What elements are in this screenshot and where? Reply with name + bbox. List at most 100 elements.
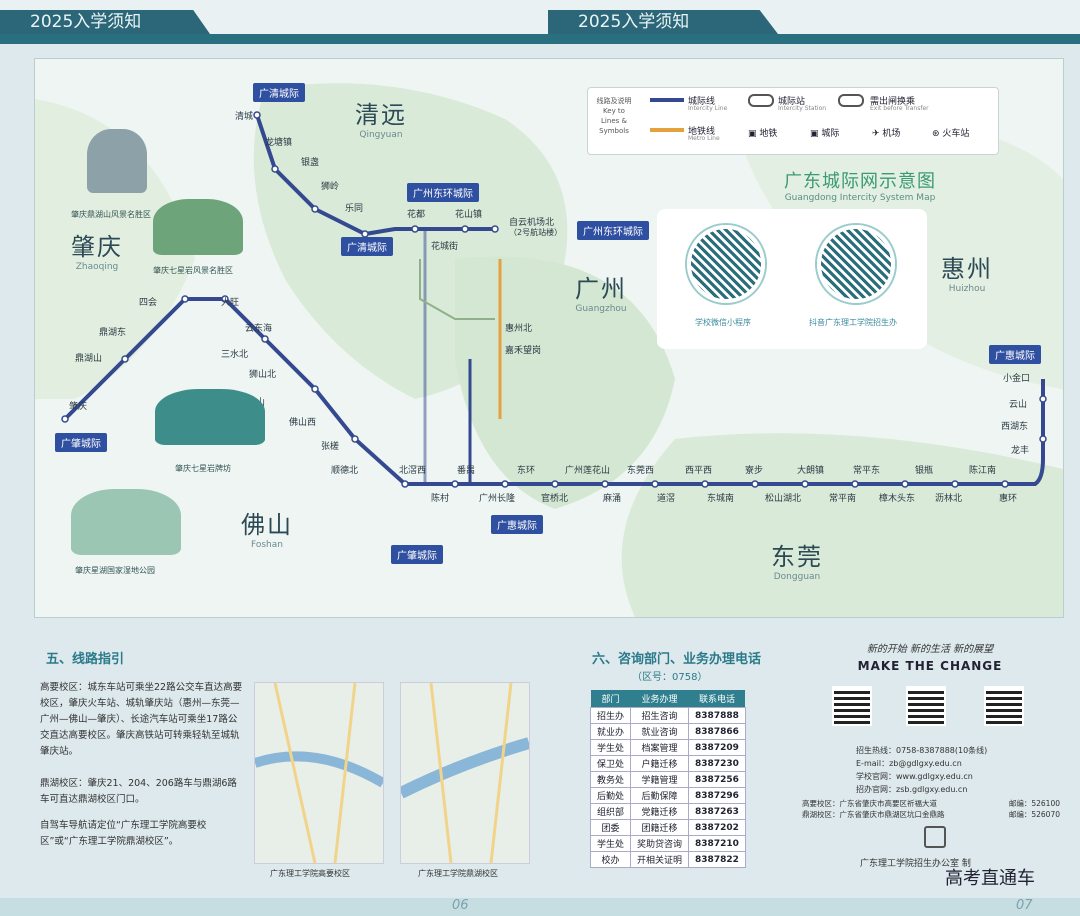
service-cell: 开相关证明 <box>630 851 690 868</box>
table-header: 部门 <box>590 690 631 708</box>
station-label: 肇庆 <box>69 402 88 412</box>
station-label: 佛山西 <box>289 418 317 428</box>
admissions-website: 招办官网：zsb.gdlgxy.edu.cn <box>856 785 968 794</box>
contact-lines: 招生热线：0758-8387888(10条线) E-mail：zb@gdlgxy… <box>856 744 987 796</box>
station-label: 小金口 <box>1003 374 1031 384</box>
campus-map-thumb[interactable] <box>253 682 386 864</box>
phone-cell: 8387296 <box>688 787 746 804</box>
header-title-left: 2025入学须知 <box>0 10 210 34</box>
station-label: 乐同 <box>345 204 364 214</box>
station-label: 惠州北 <box>505 324 533 334</box>
legend-metro-icon-label: ▣ 地铁 <box>748 129 778 139</box>
station-label: 惠环 <box>999 494 1018 504</box>
landmark-label: 肇庆七星岩牌坊 <box>175 464 231 473</box>
legend-transfer-en: Exit before Transfer <box>870 105 929 112</box>
contact-title: 六、咨询部门、业务办理电话 <box>592 652 762 667</box>
qr-code[interactable] <box>687 225 765 303</box>
station-label: 四会 <box>139 298 158 308</box>
page-number-right: 07 <box>1016 898 1033 913</box>
station-label: 龙丰 <box>1011 446 1030 456</box>
service-cell: 党籍迁移 <box>630 803 690 820</box>
station-label: 狮山北 <box>249 370 277 380</box>
dept-cell: 学生处 <box>589 835 632 852</box>
legend-intercity-station: 城际站 <box>778 97 806 107</box>
qr-code[interactable] <box>832 686 872 726</box>
station-label: 番禺 <box>457 466 476 476</box>
phone-cell: 8387263 <box>688 803 746 820</box>
phone-cell: 8387866 <box>688 723 746 740</box>
zone-code: （区号：0758） <box>632 672 708 683</box>
dept-cell: 组织部 <box>589 803 632 820</box>
station-label: 嘉禾望岗 <box>505 346 542 356</box>
legend-station-swatch <box>748 94 774 107</box>
legend-metro-line-en: Metro Line <box>688 135 720 142</box>
phone-cell: 8387230 <box>688 755 746 772</box>
route-para-3: 自驾车导航请定位“广东理工学院高要校区”或“广东理工学院鼎湖校区”。 <box>40 820 207 847</box>
dept-cell: 校办 <box>589 851 632 868</box>
slogan: 新的开始 新的生活 新的展望 <box>866 644 994 655</box>
line-badge: 广惠城际 <box>491 515 543 534</box>
station-label: 广州长隆 <box>479 494 516 504</box>
station-label: 顺德北 <box>331 466 359 476</box>
header-strip <box>0 34 1080 44</box>
legend-intercity-line-en: Intercity Line <box>688 105 728 112</box>
station-label: 张槎 <box>321 442 340 452</box>
route-para-1: 高要校区：城东车站可乘坐22路公交车直达高要校区，肇庆火车站、城轨肇庆站（惠州—… <box>40 682 243 757</box>
qr-code[interactable] <box>906 686 946 726</box>
station-label: 花都 <box>407 210 426 220</box>
service-cell: 团籍迁移 <box>630 819 690 836</box>
station-label: 银瓶 <box>915 466 934 476</box>
map-title: 广东城际网示意图 Guangdong Intercity System Map <box>784 171 936 203</box>
landmark-illustration <box>87 129 147 193</box>
dept-cell: 教务处 <box>589 771 632 788</box>
postcode-dinghu: 邮编：526070 <box>1008 810 1060 819</box>
route-section: 五、线路指引 <box>46 648 124 667</box>
route-title: 五、线路指引 <box>46 652 125 667</box>
header-title-right: 2025入学须知 <box>548 10 778 34</box>
station-label: 云山 <box>1009 400 1028 410</box>
station-label: 西平西 <box>685 466 713 476</box>
landmark-label: 肇庆星湖国家湿地公园 <box>75 566 155 575</box>
route-para-2: 鼎湖校区：肇庆21、204、206路车与鼎湖6路车可直达鼎湖校区门口。 <box>40 778 237 805</box>
line-badge: 广清城际 <box>253 83 305 102</box>
hotline: 招生热线：0758-8387888(10条线) <box>856 746 988 755</box>
legend-metro-line: 地铁线 <box>688 127 716 137</box>
station-label: 鼎湖山 <box>75 354 103 364</box>
email: E-mail：zb@gdlgxy.edu.cn <box>856 759 962 768</box>
line-badge: 广惠城际 <box>989 345 1041 364</box>
line-badge: 广肇城际 <box>391 545 443 564</box>
station-label: 广州莲花山 <box>565 466 611 476</box>
school-logo-icon <box>924 826 946 848</box>
website: 学校官网：www.gdlgxy.edu.cn <box>856 772 973 781</box>
station-label: 官桥北 <box>541 494 569 504</box>
table-header: 业务办理 <box>630 690 689 708</box>
service-cell: 奖助贷咨询 <box>630 835 690 852</box>
service-cell: 档案管理 <box>630 739 690 756</box>
legend-intercity-line: 城际线 <box>688 97 716 107</box>
table-header: 联系电话 <box>688 690 746 708</box>
station-label: 东莞西 <box>627 466 655 476</box>
service-cell: 户籍迁移 <box>630 755 690 772</box>
landmark-label: 肇庆七星岩风景名胜区 <box>153 266 233 275</box>
station-label: 狮岭 <box>321 182 340 192</box>
qr-code[interactable] <box>984 686 1024 726</box>
station-label: 东城南 <box>707 494 735 504</box>
station-label: 花山镇 <box>455 210 483 220</box>
station-label: 常平南 <box>829 494 857 504</box>
station-label: 银盏 <box>301 158 320 168</box>
qr-code[interactable] <box>817 225 895 303</box>
service-cell: 后勤保障 <box>630 787 690 804</box>
legend-airport-icon-label: ✈ 机场 <box>872 129 901 139</box>
campus-map-thumb[interactable] <box>398 682 531 864</box>
station-label: 常平东 <box>853 466 881 476</box>
address-gaoyao: 高要校区：广东省肇庆市高要区祈福大道 <box>802 799 937 808</box>
landmark-illustration <box>155 389 265 445</box>
